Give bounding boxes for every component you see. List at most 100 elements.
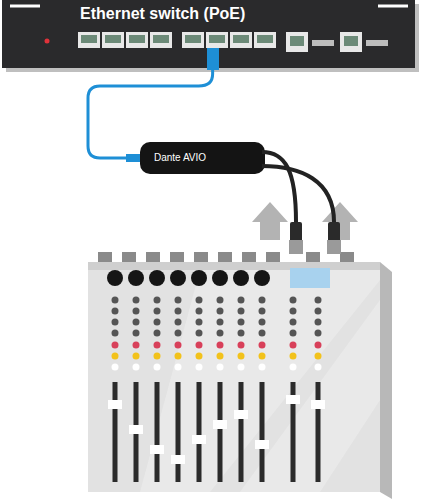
xlr-connectors — [289, 222, 341, 254]
mixer-button — [217, 319, 224, 326]
fader-slot — [218, 382, 223, 482]
mixer-button — [315, 342, 322, 349]
mixer-button — [112, 330, 119, 337]
fader-slot — [239, 382, 244, 482]
fader-slot — [113, 382, 118, 482]
mixer-button — [133, 330, 140, 337]
mixer-button — [238, 353, 245, 360]
mixer-button — [133, 353, 140, 360]
adapter-label: Dante AVIO — [154, 142, 206, 174]
mixer-top-edge — [88, 262, 380, 270]
mixer-button — [154, 319, 161, 326]
mixer-button — [217, 364, 224, 371]
switch-label: Ethernet switch (PoE) — [80, 5, 245, 23]
fader-slot — [155, 382, 160, 482]
mixer-button — [217, 308, 224, 315]
mixer-button — [196, 308, 203, 315]
mixer-button — [290, 353, 297, 360]
fader-cap — [213, 420, 227, 429]
mixer-button — [315, 319, 322, 326]
mixer-button — [259, 330, 266, 337]
mixer-button — [175, 330, 182, 337]
mixer-button — [238, 364, 245, 371]
mixer-button — [154, 353, 161, 360]
mixer-button — [196, 342, 203, 349]
mixer-side — [380, 262, 392, 499]
mixer-button — [259, 353, 266, 360]
mixer-button — [175, 319, 182, 326]
fader-cap — [171, 455, 185, 464]
adapter-box: Dante AVIO — [140, 142, 265, 174]
mixer-button — [112, 308, 119, 315]
mixer-button — [196, 353, 203, 360]
mixer-button — [217, 297, 224, 304]
mixer-button — [217, 330, 224, 337]
mixer-button — [259, 342, 266, 349]
xlr-cables — [262, 152, 334, 222]
fader-cap — [234, 410, 248, 419]
mixer-button — [112, 297, 119, 304]
mixer-button — [238, 330, 245, 337]
mixer-button — [259, 364, 266, 371]
mixer-button — [112, 342, 119, 349]
mixer-knobs — [107, 270, 270, 286]
mixer-button — [259, 319, 266, 326]
mixer-button — [196, 319, 203, 326]
mixer-button — [154, 330, 161, 337]
mixer-button — [154, 342, 161, 349]
mixer-button — [290, 342, 297, 349]
mixer-button — [259, 308, 266, 315]
fader-cap — [129, 425, 143, 434]
mixer-button — [175, 342, 182, 349]
mixer-button — [290, 308, 297, 315]
mixer-button — [175, 297, 182, 304]
mixer-button — [112, 353, 119, 360]
mixer-button — [175, 364, 182, 371]
mixer-buttons — [112, 297, 322, 371]
up-arrow — [252, 202, 288, 240]
mixer-button — [133, 308, 140, 315]
fader-slot — [176, 382, 181, 482]
mixer-button — [315, 297, 322, 304]
fader-cap — [311, 400, 325, 409]
fader-cap — [286, 395, 300, 404]
mixer-button — [154, 308, 161, 315]
mixer-button — [196, 330, 203, 337]
switch-box: Ethernet switch (PoE) — [2, 0, 415, 68]
mixer-button — [133, 364, 140, 371]
mixer-tabs — [98, 252, 354, 262]
mixer-button — [238, 297, 245, 304]
mixer-button — [133, 297, 140, 304]
fader-cap — [255, 440, 269, 449]
rj45-plug — [126, 154, 140, 162]
up-arrow — [322, 202, 358, 240]
mixer-button — [238, 308, 245, 315]
mixer-button — [217, 353, 224, 360]
mixer-button — [315, 364, 322, 371]
fader-slot — [316, 382, 321, 482]
mixer-button — [290, 319, 297, 326]
fader-cap — [108, 400, 122, 409]
mixer-button — [175, 308, 182, 315]
mixer-button — [290, 330, 297, 337]
mixer-button — [112, 319, 119, 326]
mixer-button — [133, 342, 140, 349]
mixer-button — [259, 297, 266, 304]
mixer-button — [315, 308, 322, 315]
fader-cap — [192, 435, 206, 444]
mixer-button — [175, 353, 182, 360]
mixer-shade — [140, 270, 380, 492]
fader-cap — [150, 445, 164, 454]
mixer-button — [238, 319, 245, 326]
mixer-button — [112, 364, 119, 371]
mixer-faders — [108, 382, 325, 482]
fader-slot — [197, 382, 202, 482]
mixer-button — [196, 297, 203, 304]
mixer-body — [88, 262, 380, 492]
mixer-button — [154, 364, 161, 371]
